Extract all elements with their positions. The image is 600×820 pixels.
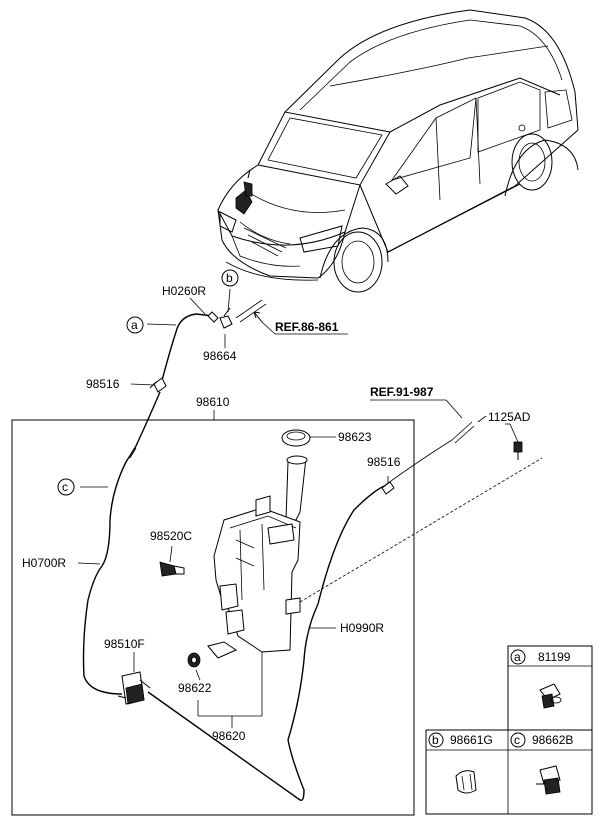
label-ref-91-987: REF.91-987 (370, 385, 434, 399)
label-98622: 98622 (178, 681, 212, 695)
label-98664: 98664 (203, 349, 237, 363)
hose-h0700r (82, 391, 161, 695)
hose-h0990r (147, 485, 385, 801)
label-98520c: 98520C (150, 529, 192, 543)
level-sensor-98520c (159, 545, 185, 577)
legend-a-letter: a (514, 650, 521, 664)
grommet-98622 (187, 652, 201, 681)
legend-b-part: 98661G (450, 733, 493, 747)
label-98623: 98623 (338, 430, 372, 444)
reservoir-tank (197, 455, 308, 728)
nozzle-98516-right (381, 481, 395, 495)
hose-end-cap (207, 311, 219, 323)
callout-a-circle (126, 316, 144, 334)
bolt-1125ad (505, 423, 523, 460)
label-98510f: 98510F (104, 637, 145, 651)
clip-98661g-icon (455, 770, 477, 794)
label-h0990r: H0990R (340, 621, 384, 635)
legend-c-part: 98662B (532, 733, 573, 747)
label-98516-right: 98516 (367, 455, 401, 469)
legend-table (425, 645, 593, 815)
upper-nozzle-group (130, 288, 348, 393)
callout-b-circle (221, 269, 239, 287)
callout-c-circle (57, 478, 75, 496)
hose-h0260r (159, 313, 215, 389)
callout-c-letter: c (62, 480, 68, 494)
label-1125ad: 1125AD (488, 410, 531, 424)
clip-81199-icon (539, 683, 562, 709)
legend-a-circle (510, 649, 526, 665)
legend-a-part: 81199 (538, 650, 571, 664)
ref-91-987-group (370, 399, 487, 444)
nozzle-98516-top (153, 377, 167, 393)
legend-c-circle (510, 732, 526, 748)
pump-98510f (117, 652, 151, 705)
label-h0260r: H0260R (162, 284, 206, 298)
label-98516-top: 98516 (86, 377, 120, 391)
reservoir-assembly-box (11, 419, 415, 816)
vehicle-illustration (217, 9, 579, 293)
callout-b-letter: b (226, 271, 233, 285)
clip-98664 (219, 315, 233, 329)
label-98620: 98620 (212, 729, 246, 743)
legend-c-letter: c (514, 733, 520, 747)
mount-dash-line (299, 457, 543, 603)
label-ref-86-861: REF.86-861 (275, 320, 339, 334)
legend-b-letter: b (432, 733, 439, 747)
callout-a-letter: a (131, 318, 138, 332)
ref-86-861-arrow (253, 311, 263, 323)
clip-98662b-icon (536, 765, 561, 795)
legend-b-circle (428, 732, 444, 748)
label-h0700r: H0700R (22, 556, 66, 570)
label-98610: 98610 (196, 395, 230, 409)
reservoir-cap-98623 (281, 429, 336, 447)
